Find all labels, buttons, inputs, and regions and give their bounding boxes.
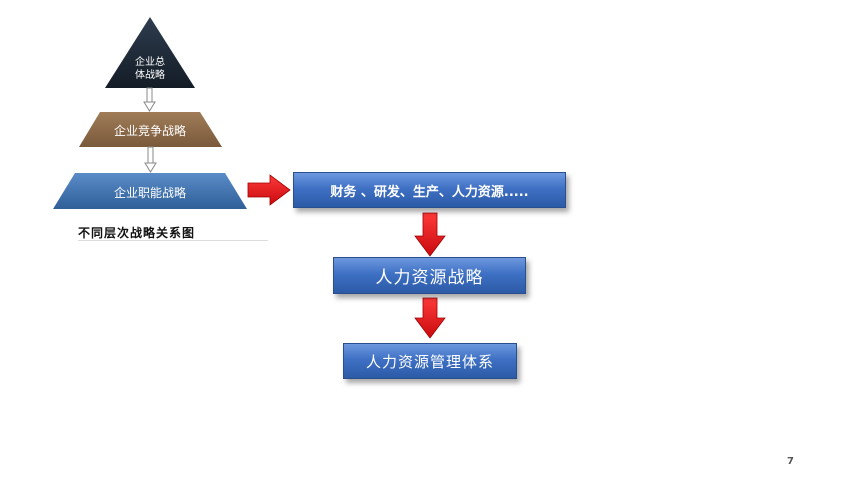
pyramid-top-label: 企业总 体战略 bbox=[135, 57, 165, 81]
pyramid-middle-level bbox=[79, 112, 222, 147]
pyramid-top-level bbox=[105, 17, 195, 88]
caption-underline bbox=[78, 240, 268, 241]
red-down-arrow-1 bbox=[414, 212, 446, 257]
red-down-arrow-2 bbox=[414, 297, 446, 339]
hr-strategy-box: 人力资源战略 bbox=[333, 257, 526, 294]
pyramid-bottom-label: 企业职能战略 bbox=[113, 186, 186, 200]
pyramid-connector-arrow-2 bbox=[144, 146, 157, 173]
pyramid-middle-label: 企业竞争战略 bbox=[113, 124, 186, 138]
functional-areas-box: 财务 、研发、生产、人力资源..... bbox=[293, 172, 566, 208]
red-right-arrow bbox=[247, 174, 291, 206]
pyramid-caption: 不同层次战略关系图 bbox=[78, 226, 196, 240]
pyramid-bottom-level bbox=[53, 173, 247, 209]
pyramid-connector-arrow-1 bbox=[143, 87, 156, 112]
page-number: 7 bbox=[787, 456, 794, 467]
hr-management-system-box: 人力资源管理体系 bbox=[343, 343, 517, 379]
